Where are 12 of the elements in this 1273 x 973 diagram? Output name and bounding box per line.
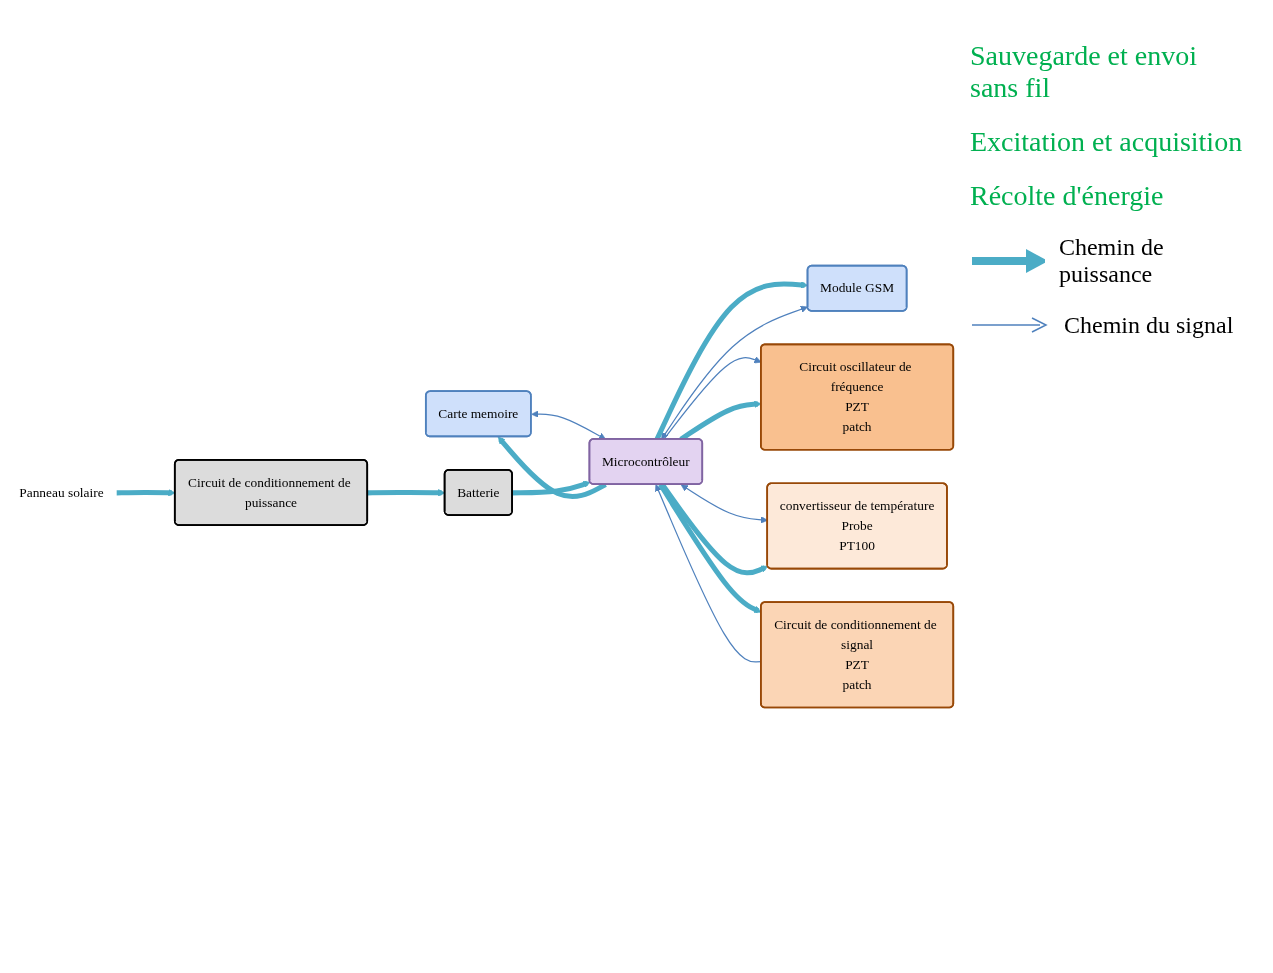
group-label: Récolte d'énergie	[970, 180, 1165, 212]
legend-text: Chemin du signal	[1064, 311, 1234, 339]
arrow	[531, 410, 606, 440]
arrow	[497, 436, 607, 499]
arrow	[661, 305, 808, 440]
arrow	[512, 480, 591, 496]
arrow	[680, 484, 768, 524]
arrow	[660, 482, 769, 576]
legend-text: Chemin de puissance	[1058, 234, 1165, 288]
node-text: Panneau solaire	[19, 484, 104, 500]
group-label: Sauvegarde et envoi sans fil	[970, 40, 1199, 104]
group-label: Excitation et acquisition	[970, 126, 1244, 158]
